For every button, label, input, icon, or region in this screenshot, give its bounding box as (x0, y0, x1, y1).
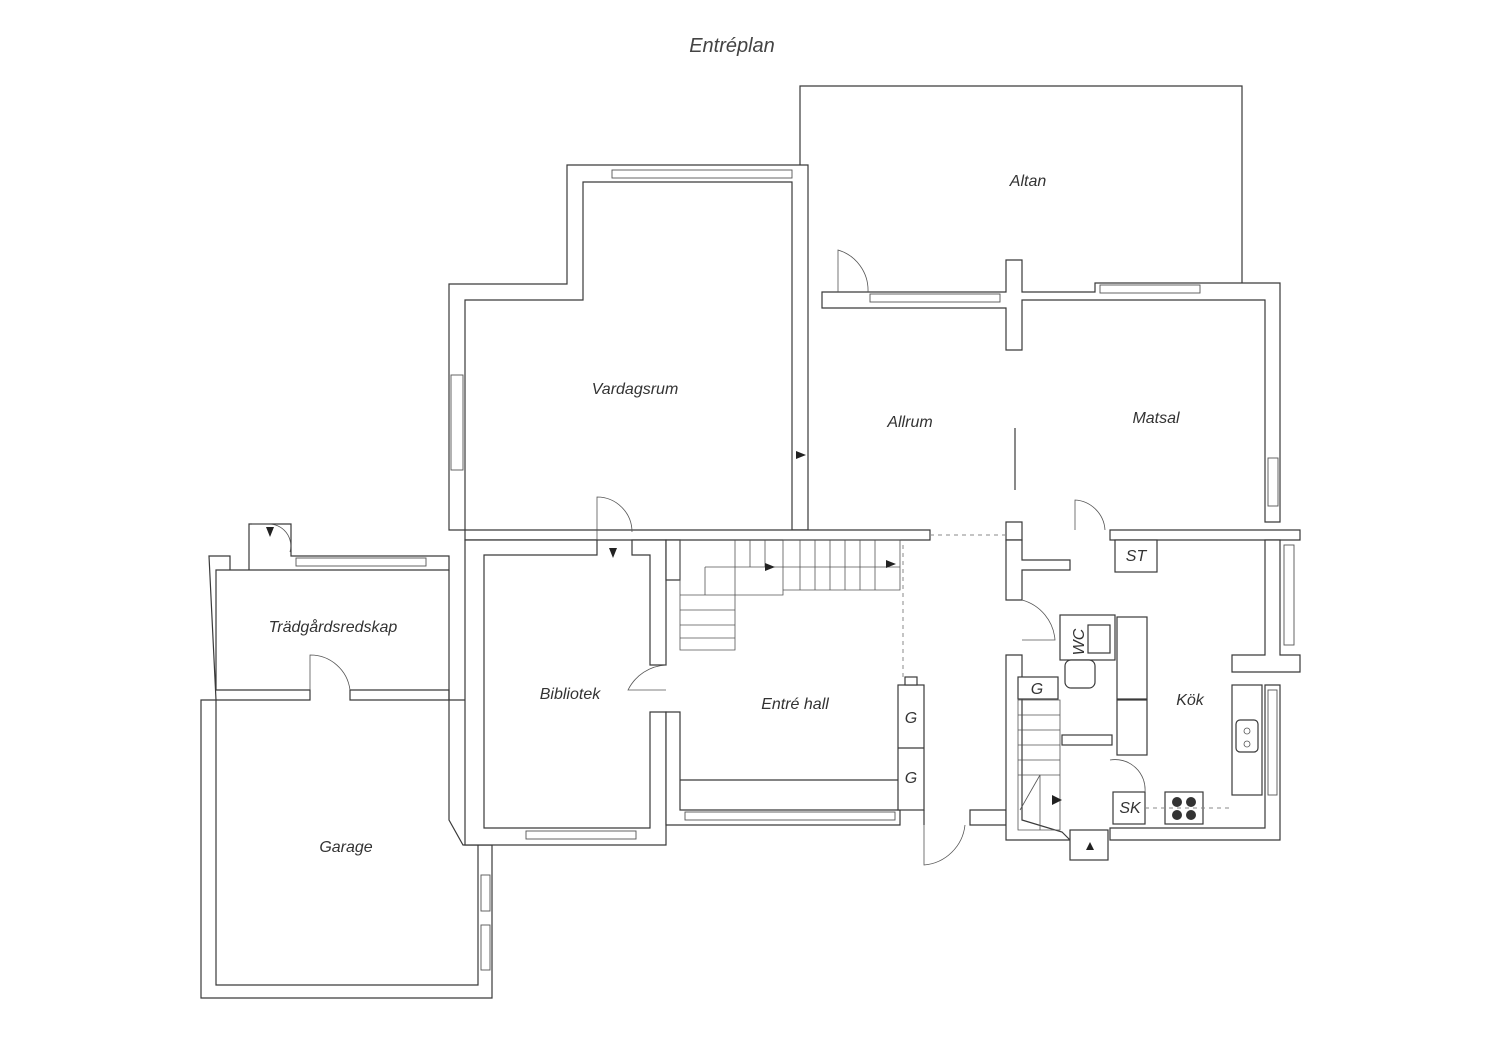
vardagsrum-walls (448, 164, 809, 531)
window (1099, 284, 1201, 294)
plan-title: Entréplan (689, 35, 775, 57)
central-walls (464, 521, 1301, 680)
window (1267, 689, 1278, 796)
fixture-label-st: ST (1126, 548, 1148, 565)
entre-hall-walls (665, 539, 1007, 826)
room-label-altan: Altan (1009, 173, 1047, 190)
altan-outline (799, 85, 1243, 283)
room-label-garage: Garage (319, 839, 372, 856)
window (1283, 544, 1295, 646)
window (1267, 457, 1279, 507)
room-label-matsal: Matsal (1132, 410, 1180, 427)
tradgardsredskap-walls (208, 523, 450, 701)
window (450, 374, 464, 471)
window (480, 874, 491, 912)
fixture-label-sk: SK (1119, 800, 1142, 817)
kok-walls (1005, 539, 1301, 861)
room-label-bibliotek: Bibliotek (540, 686, 601, 703)
room-label-allrum: Allrum (886, 414, 932, 431)
window (611, 169, 793, 179)
doors (252, 249, 1146, 866)
fixture-label-g: G (905, 770, 917, 787)
staircase (679, 539, 901, 651)
window (525, 830, 637, 840)
window (295, 557, 427, 567)
room-label-vardagsrum: Vardagsrum (592, 381, 679, 398)
fixture-label-g: G (1031, 681, 1043, 698)
window (480, 924, 491, 971)
fixture-label-wc: WC (1071, 628, 1088, 655)
room-label-kok: Kök (1176, 692, 1205, 709)
room-label-entre-hall: Entré hall (761, 696, 829, 713)
window (869, 293, 1001, 303)
window (684, 811, 896, 821)
allrum-matsal-walls (821, 259, 1281, 523)
room-label-tradgardsredskap: Trädgårdsredskap (269, 618, 398, 636)
fixture-label-g: G (905, 710, 917, 727)
